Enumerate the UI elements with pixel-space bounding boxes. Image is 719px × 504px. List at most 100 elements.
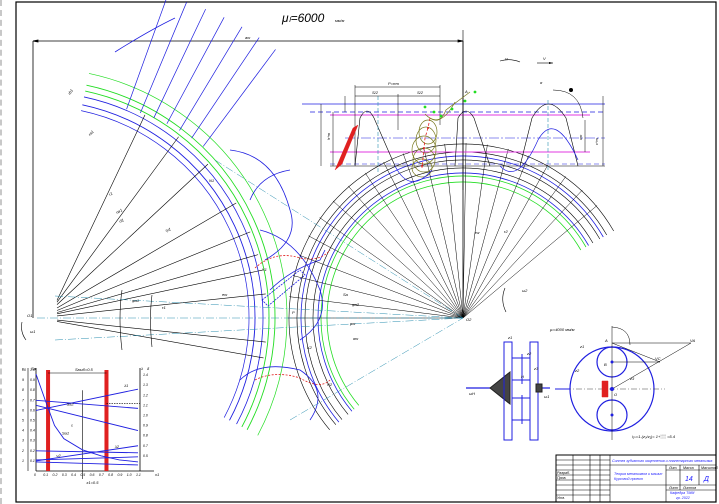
gear-2-ray	[308, 235, 464, 319]
title-block-sheets-label: Листов	[682, 486, 696, 490]
gear-1-circle-4	[88, 73, 288, 436]
gear-2-ray	[462, 143, 467, 319]
gear-1-arcs	[81, 0, 288, 436]
gear-1-ray	[56, 293, 266, 317]
gear-1-involute-ray	[166, 17, 225, 124]
gear-1-circle-0	[85, 90, 270, 428]
rack-generation-view	[302, 30, 605, 190]
chart-series-λ2	[35, 456, 139, 461]
scale-unit: мм/м	[335, 18, 345, 23]
label-K2: K2	[307, 345, 313, 350]
label-ry1: ry1	[165, 226, 172, 233]
label-rack-v: V	[543, 56, 546, 61]
gear-1-circle-3	[83, 96, 264, 425]
label-planet-B: B	[604, 362, 607, 367]
gear-1-ray	[56, 269, 263, 315]
chart-y-right-tick: 1.1	[143, 403, 148, 407]
label-z3-scheme: z3	[533, 366, 539, 371]
label-rb1: rb1	[67, 88, 74, 96]
chart-y-left-tick: 2	[21, 449, 24, 453]
title-block-sheet-letter: Д	[703, 476, 709, 483]
chart-y-right-tick: 0.5	[143, 454, 148, 458]
chart-series-δ	[35, 461, 139, 466]
gear-2-circle-5	[300, 155, 604, 423]
title-block-lit: Лит.	[668, 466, 677, 470]
gear-2-ray	[462, 155, 529, 319]
tooth-profile-2	[239, 366, 319, 421]
label-rack-pitch: P=πm	[388, 81, 400, 86]
chart-y-left2-tick: 1.0	[30, 368, 35, 372]
chart-series-label-lam2: λ2	[114, 444, 120, 449]
chart-y-left2-tick: 0.1	[30, 459, 35, 463]
title-block-department: Теория механизмов и машин	[614, 472, 662, 476]
title-block-group: гр. 2022	[676, 496, 690, 500]
title-block-checked: Пров.	[557, 476, 566, 480]
label-omega2: ω2	[522, 288, 528, 293]
gear-1-radial-lines	[56, 114, 266, 359]
gear-1-involute-ray	[153, 8, 206, 119]
gear-2-circle-2	[296, 151, 608, 425]
chart-y-left2-tick: 0.2	[30, 449, 35, 453]
gear-1-involute-ray	[126, 0, 167, 110]
center-line-2	[54, 317, 464, 341]
label-ra1: ra1	[87, 129, 95, 137]
title-block-developed: Разраб.	[557, 471, 570, 475]
label-phi-a1: φa1	[132, 298, 139, 303]
label-tau2: τ2	[504, 229, 508, 234]
label-rw1: rw1	[115, 207, 123, 214]
chart-x-tick: 0.9	[117, 473, 122, 477]
gear-1-involute-ray	[140, 2, 187, 114]
chart-x-tick: 1.0	[127, 473, 132, 477]
gear-2-ray	[383, 161, 464, 319]
label-z2-circle: z2	[574, 368, 580, 373]
omega2-arc	[502, 287, 507, 313]
chart-series-label-nu2: ν2	[56, 453, 61, 458]
title-block-sheet-number: 14	[685, 476, 693, 483]
sheet-frame	[15, 1, 717, 503]
label-omega1: ω1	[30, 329, 35, 334]
chart-y-left-tick: 10	[22, 368, 26, 372]
title-block-document-code: Курсовой проект	[614, 477, 643, 481]
gear-2-ray	[462, 176, 567, 319]
chart-y-right-tick: 0.7	[143, 444, 149, 448]
label-alpha-w: αw	[353, 336, 359, 341]
gear-2-ray	[462, 205, 598, 319]
gear-2-circle-1	[304, 159, 601, 420]
gear-1-ray	[56, 254, 259, 313]
chart-series-Sa1	[35, 373, 139, 463]
sheet-trim-edge	[0, 0, 2, 504]
gear-2-ray	[289, 296, 464, 319]
chart-series-label-sa1: Sa1	[62, 431, 69, 436]
label-p-w: pw	[349, 321, 356, 326]
gear-2-circle-7	[320, 175, 587, 410]
contact-zone-hatch	[261, 269, 306, 307]
chart-x-tick: 0.6	[90, 473, 95, 477]
label-r1: r1	[108, 191, 114, 197]
gear-2-circle-3	[288, 143, 614, 431]
chart-series-ν2	[35, 450, 139, 454]
title-block-organization: Кафедра ТММ	[670, 491, 694, 495]
gear-2-ray	[348, 185, 464, 319]
omega1-arc	[21, 321, 27, 341]
chart-y-left-tick: 1	[22, 459, 24, 463]
gear-1-circle-1	[86, 84, 276, 430]
angle-arc-phi-a1	[119, 289, 123, 351]
title-block-approved: Утв.	[557, 496, 565, 500]
label-s-a: Sa	[343, 292, 349, 297]
chart-x-tick: 0.4	[71, 473, 76, 477]
label-rack-alpha: α	[540, 80, 543, 85]
label-z3-circle: z3	[629, 376, 635, 381]
chart-y-left2-tick: 0.3	[30, 439, 35, 443]
chart-series-λ1	[35, 445, 139, 462]
label-P: P	[292, 310, 295, 315]
chart-x-tick: 0.7	[99, 473, 105, 477]
label-rack-h: h*m	[326, 132, 331, 140]
center-line-3	[54, 295, 464, 319]
chart-y-left2-tick: 0.4	[30, 429, 35, 433]
gear-2-ray	[462, 148, 509, 319]
chart-x-tick: 0.3	[62, 473, 67, 477]
gear-2-circle-6	[326, 181, 582, 406]
gear-2-ray	[462, 164, 549, 319]
label-tau-w: τw	[475, 230, 480, 235]
label-phi-a2: φa2	[352, 302, 360, 307]
